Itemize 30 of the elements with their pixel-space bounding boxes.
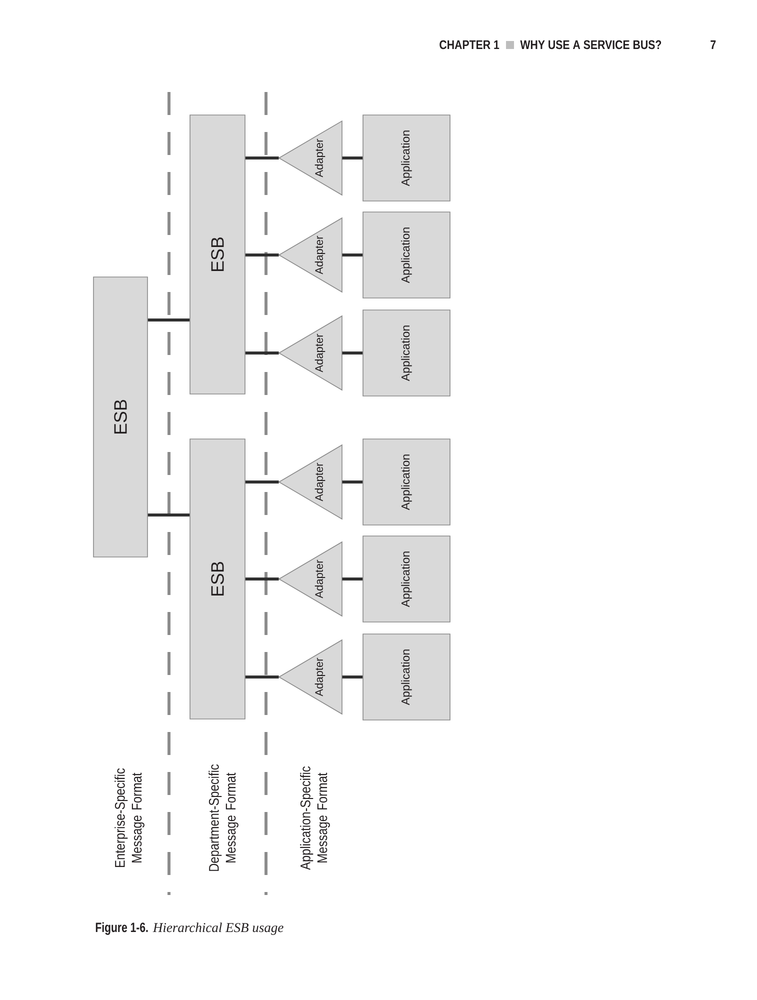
application-box: Application (362, 114, 450, 202)
connector-line (342, 676, 363, 678)
connector-line (245, 156, 279, 160)
chapter-title: WHY USE A SERVICE BUS? (520, 40, 662, 50)
application-box: Application (362, 634, 450, 720)
connector-line (342, 352, 363, 354)
connector-line (342, 578, 363, 580)
layer-label: Enterprise-Specific Message Format (114, 768, 144, 867)
connector-line (245, 578, 279, 580)
connector-line (342, 156, 363, 160)
bus-box: ESB (190, 438, 246, 720)
bus-box: ESB (190, 114, 246, 394)
connector-line (245, 254, 279, 256)
chapter-number: CHAPTER 1 (440, 40, 500, 50)
application-box: Application (362, 310, 450, 396)
connector-line (245, 676, 279, 678)
bus-box: ESB (93, 276, 148, 558)
application-box: Application (362, 438, 450, 526)
layer-label: Department-Specific Message Format (208, 764, 238, 871)
connector-line (342, 480, 363, 484)
figure-caption: Figure 1-6. Hierarchical ESB usage (96, 922, 284, 935)
connector-line (342, 254, 363, 256)
connector-line (245, 352, 279, 354)
page-number: 7 (710, 40, 716, 49)
connector-line (245, 480, 279, 484)
connector-line (148, 318, 190, 322)
application-box: Application (362, 536, 450, 622)
connector-line (148, 514, 190, 516)
application-box: Application (362, 212, 450, 298)
layer-label: Application-Specific Message Format (300, 766, 330, 870)
